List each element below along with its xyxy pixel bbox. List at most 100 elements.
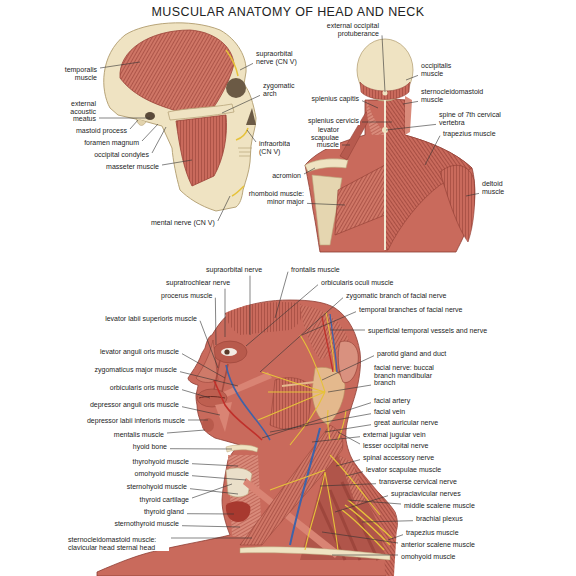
part-label: spinal accessory nerve — [362, 454, 435, 462]
part-label: supraorbital nerve — [205, 266, 263, 274]
leader-line — [240, 63, 253, 70]
part-label: external acoustic meatus — [45, 100, 97, 123]
leader-line — [162, 160, 192, 165]
leader-line — [246, 285, 318, 346]
part-label: external occipital protuberance — [306, 22, 380, 37]
part-label: sternocleidomastoid muscle: clavicular h… — [67, 536, 169, 551]
part-label: zygomaticus major muscle — [94, 366, 178, 374]
part-label: zygomatic arch — [262, 82, 304, 97]
leader-line — [346, 472, 363, 476]
part-label: mental nerve (CN V) — [150, 219, 216, 227]
leader-line — [348, 500, 401, 504]
leader-line — [362, 521, 413, 522]
part-label: zygomatic branch of facial nerve — [345, 292, 447, 300]
part-label: sternohyoid muscle — [126, 483, 188, 491]
leader-line — [218, 196, 230, 221]
leader-line — [260, 298, 343, 372]
part-label: rhomboid muscle: minor major — [245, 190, 305, 205]
leader-line — [192, 464, 238, 466]
leader-line — [342, 145, 350, 146]
leader-line — [322, 532, 398, 543]
part-label: levator scapulae muscle — [365, 466, 442, 474]
part-label: acromion — [271, 172, 302, 180]
part-label: transverse cervical nerve — [378, 478, 458, 486]
part-label: thyroid gland — [143, 508, 185, 516]
leader-line — [225, 289, 226, 337]
leader-line — [275, 272, 288, 318]
part-label: occipital condyles — [93, 151, 150, 159]
part-label: depressor labii inferioris muscle — [86, 417, 186, 425]
part-label: supratrochlear nerve — [165, 279, 231, 287]
leader-line — [99, 118, 150, 119]
leader-line — [322, 356, 374, 380]
part-label: levator labii superioris muscle — [104, 315, 198, 323]
leader-line — [167, 430, 205, 433]
part-label: temporalis muscle — [54, 66, 98, 81]
leader-line — [386, 124, 436, 130]
leader-line — [338, 432, 360, 444]
head-neck-figure — [97, 300, 397, 576]
leader-line — [182, 354, 225, 378]
part-label: depressor anguli oris muscle — [89, 401, 180, 409]
part-label: procerus muscle — [160, 292, 213, 300]
leader-line — [170, 448, 232, 449]
part-label: facial artery — [373, 397, 411, 405]
leader-line — [304, 168, 315, 174]
part-label: thyroid cartilage — [139, 496, 190, 504]
part-label: mentalis muscle — [113, 431, 165, 439]
part-label: splenius capitis — [311, 95, 360, 103]
leader-line — [215, 298, 217, 345]
part-label: omohyoid muscle — [134, 470, 190, 478]
part-label: trapezius muscle — [442, 130, 497, 138]
part-label: facial nerve: buccal branch mandibular b… — [373, 364, 437, 387]
leader-line — [302, 312, 356, 335]
part-label: foramen magnum — [83, 139, 140, 147]
part-label: levator scapulae muscle — [290, 126, 340, 149]
leader-line — [336, 460, 360, 466]
part-label: splenius cervicis — [307, 117, 360, 125]
leader-line — [192, 484, 232, 498]
leader-line — [192, 476, 246, 480]
leader-line — [270, 414, 371, 432]
part-label: sternocleidomastoid muscle — [420, 88, 502, 103]
part-label: omohyoid muscle — [400, 553, 456, 561]
part-label: orbicularis oculi muscle — [320, 279, 394, 287]
leader-line — [100, 62, 140, 68]
leader-line — [180, 372, 238, 386]
part-label: facial vein — [373, 408, 406, 416]
leader-line — [182, 390, 210, 398]
leader-line — [187, 513, 234, 514]
leader-line — [182, 407, 220, 415]
part-label: masseter muscle — [105, 163, 160, 171]
part-label: orbicularis oris muscle — [109, 384, 180, 392]
leader-line — [307, 203, 345, 205]
leader-line — [466, 193, 479, 196]
part-label: hyoid bone — [132, 443, 168, 451]
leader-line — [188, 420, 208, 421]
part-label: superficial temporal vessels and nerve — [367, 327, 488, 335]
leader-line — [250, 276, 251, 335]
leader-line — [142, 124, 158, 141]
leader-line — [425, 136, 440, 165]
part-label: great auricular nerve — [373, 419, 439, 427]
leader-line — [362, 122, 392, 123]
skull-figure — [104, 23, 256, 211]
leader-line — [171, 538, 252, 539]
part-label: levator anguli oris muscle — [99, 348, 180, 356]
part-label: external jugular vein — [362, 431, 427, 439]
leader-line — [335, 496, 388, 512]
part-label: parotid gland and duct — [376, 350, 447, 358]
leader-line — [388, 535, 403, 540]
part-label: occipitalis muscle — [420, 62, 472, 77]
part-label: supraorbital nerve (CN V) — [255, 50, 312, 65]
leader-line — [406, 75, 418, 80]
leader-line — [200, 321, 218, 368]
part-label: lesser occipital nerve — [362, 442, 429, 450]
part-label: mastoid process — [75, 127, 128, 135]
leader-line — [328, 385, 371, 392]
part-label: trapezius muscle — [405, 529, 460, 537]
leader-line — [320, 484, 376, 486]
leader-line — [190, 489, 238, 494]
